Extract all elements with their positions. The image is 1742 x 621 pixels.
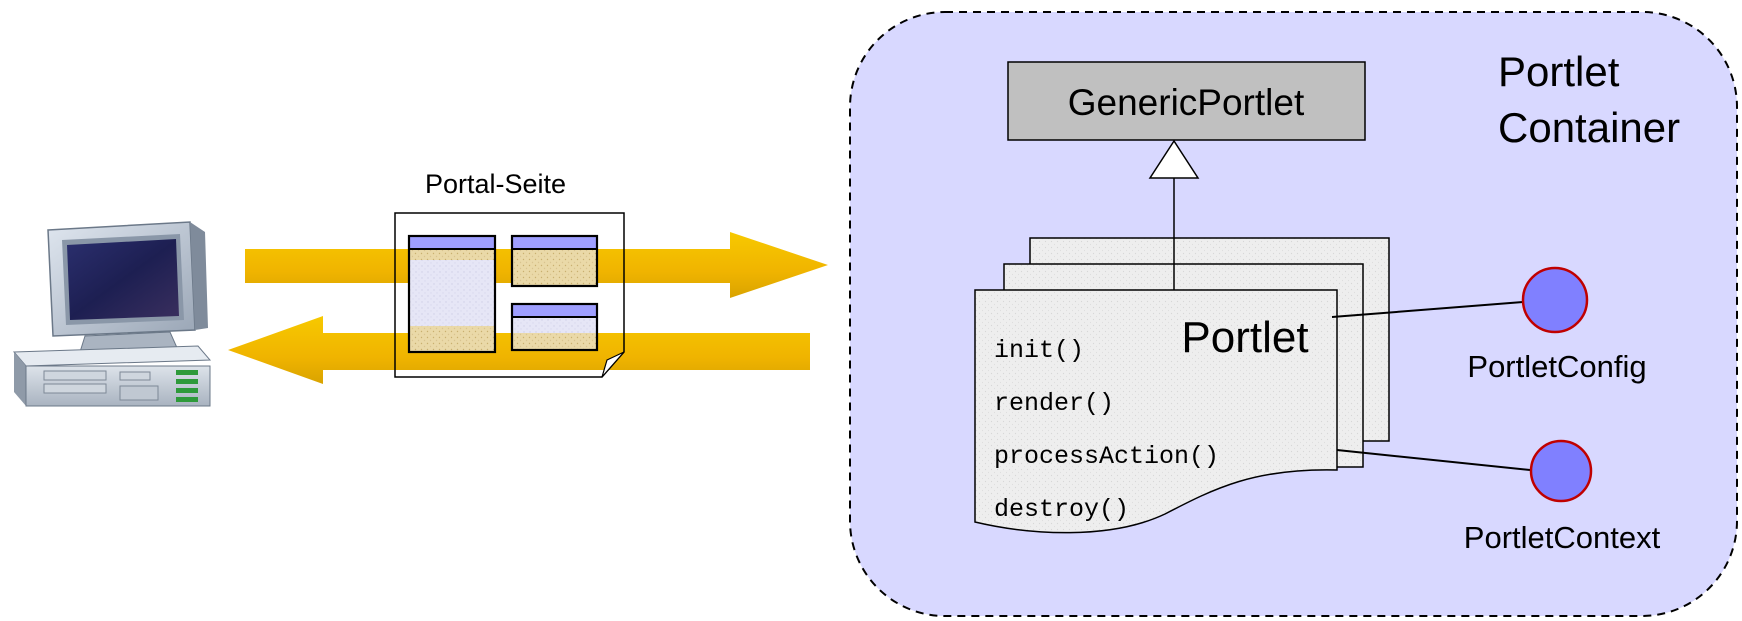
method-init: init() xyxy=(994,336,1084,365)
method-render: render() xyxy=(994,389,1114,418)
portal-window-bottom xyxy=(510,302,599,352)
container-title-line2: Container xyxy=(1498,104,1680,151)
method-destroy: destroy() xyxy=(994,495,1129,524)
desktop-computer-icon xyxy=(12,221,212,407)
portlet-config-interface: PortletConfig xyxy=(1331,266,1647,384)
portal-window-top xyxy=(510,234,599,288)
portal-page: Portal-Seite xyxy=(394,169,625,378)
portal-page-label: Portal-Seite xyxy=(425,169,566,199)
portlet-context-lollipop xyxy=(1529,439,1593,503)
portlet-context-label: PortletContext xyxy=(1464,520,1661,555)
portlet-config-label: PortletConfig xyxy=(1467,349,1646,384)
portlet-box: Portlet init() render() processAction() … xyxy=(974,289,1338,534)
method-processaction: processAction() xyxy=(994,442,1219,471)
portal-window-main xyxy=(407,234,497,354)
portlet-context-interface: PortletContext xyxy=(1336,439,1661,555)
portlet-config-lollipop xyxy=(1521,266,1589,334)
portlet-label: Portlet xyxy=(1181,313,1308,362)
generic-portlet-box: GenericPortlet xyxy=(1007,61,1366,141)
container-title-line1: Portlet xyxy=(1498,48,1620,95)
generic-portlet-label: GenericPortlet xyxy=(1068,82,1305,123)
